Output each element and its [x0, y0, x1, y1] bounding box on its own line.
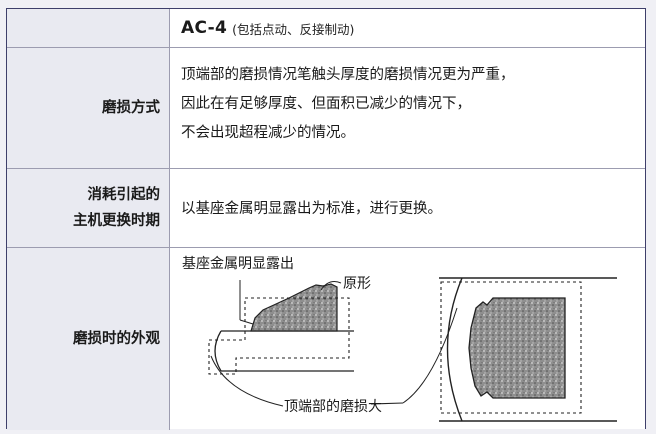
label-original-shape: 原形: [343, 276, 371, 292]
right-contact-figure: [370, 277, 617, 422]
worn-appearance-label: 磨损时的外观: [7, 248, 170, 430]
worn-contact-body: [468, 297, 566, 399]
replacement-period-label: 消耗引起的 主机更换时期: [7, 169, 170, 247]
worn-contact-tip: [250, 283, 338, 332]
category-title: AC-4: [181, 18, 228, 38]
replacement-period-text: 以基座金属明显露出为标准，进行更换。: [171, 169, 645, 247]
header-row: AC-4 (包括点动、反接制动): [7, 9, 645, 48]
wear-mode-text: 顶端部的磨损情况笔触头厚度的磨损情况更为严重， 因此在有足够厚度、但面积已减少的…: [171, 48, 645, 168]
text-line: 不会出现超程减少的情况。: [181, 125, 355, 141]
label-base-metal-exposed: 基座金属明显露出: [182, 255, 294, 272]
wear-mode-row: 磨损方式 顶端部的磨损情况笔触头厚度的磨损情况更为严重， 因此在有足够厚度、但面…: [7, 48, 645, 169]
text-line: 以基座金属明显露出为标准，进行更换。: [181, 201, 442, 217]
contact-wear-diagram: 基座金属明显露出 原形 顶端部的磨损大: [182, 255, 617, 422]
text-line: 因此在有足够厚度、但面积已减少的情况下，: [181, 96, 471, 112]
label-tip-wear-large: 顶端部的磨损大: [284, 399, 382, 415]
text-line: 顶端部的磨损情况笔触头厚度的磨损情况更为严重，: [181, 67, 515, 83]
original-shape-outline: [208, 297, 350, 375]
worn-appearance-row: 磨损时的外观: [7, 248, 645, 430]
original-shape-outline-large: [440, 281, 582, 414]
worn-appearance-diagram-cell: 基座金属明显露出 原形 顶端部的磨损大: [171, 248, 645, 430]
left-contact-figure: [208, 280, 354, 407]
header-blank-cell: [7, 9, 170, 47]
replacement-period-row: 消耗引起的 主机更换时期 以基座金属明显露出为标准，进行更换。: [7, 169, 645, 248]
header-cell: AC-4 (包括点动、反接制动): [171, 9, 645, 47]
wear-mode-label: 磨损方式: [7, 48, 170, 168]
spec-table: AC-4 (包括点动、反接制动) 磨损方式 顶端部的磨损情况笔触头厚度的磨损情况…: [6, 8, 646, 430]
category-subtitle: (包括点动、反接制动): [232, 21, 355, 37]
